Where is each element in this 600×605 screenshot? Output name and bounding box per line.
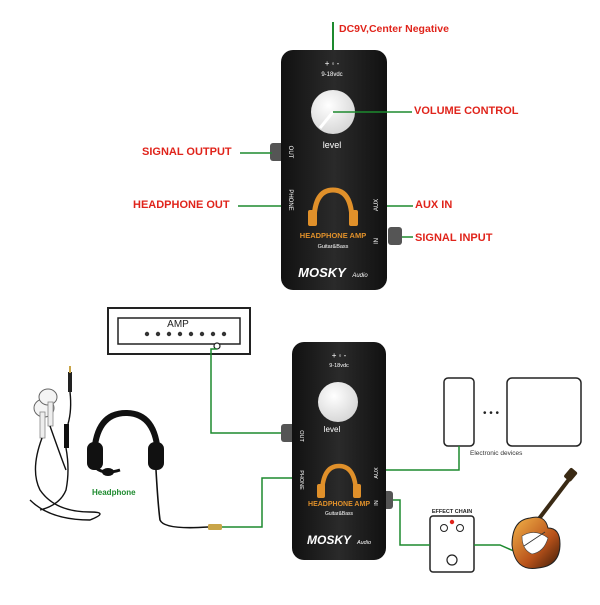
amp-unit: AMP xyxy=(107,307,251,355)
jack-in-label-top: IN xyxy=(374,238,380,244)
knob-pointer-top xyxy=(318,111,335,129)
headphone-label: Headphone xyxy=(92,488,136,497)
device-ellipsis: • • • xyxy=(483,408,500,419)
tablet-device xyxy=(506,377,582,447)
in-jack-top xyxy=(388,227,402,245)
jack-phone-label-bottom: PHONE xyxy=(298,470,304,490)
jack-aux-label-bottom: AUX xyxy=(374,467,380,479)
electronic-devices: • • • xyxy=(443,377,582,447)
out-jack-bottom xyxy=(281,424,295,442)
power-symbol: + ◦ - xyxy=(325,59,340,68)
jack-in-label-bottom: IN xyxy=(374,500,380,506)
earbuds-illustration xyxy=(29,366,101,521)
headphone-out-callout: HEADPHONE OUT xyxy=(133,199,230,211)
knob-label-top: level xyxy=(323,140,342,150)
electronic-devices-label: Electronic devices xyxy=(470,450,523,457)
amp-input-jack xyxy=(213,342,221,350)
amp-wire xyxy=(210,348,293,434)
power-spec-top: 9-18vdc xyxy=(321,72,342,78)
in-wire xyxy=(393,499,430,546)
earbud-plug xyxy=(68,372,72,392)
effect-pedal: EFFECT CHAIN xyxy=(429,509,475,573)
product-name-bottom: HEADPHONE AMP xyxy=(308,501,370,508)
out-jack-top xyxy=(270,143,284,161)
signal-input-callout: SIGNAL INPUT xyxy=(415,232,493,244)
signal-output-callout: SIGNAL OUTPUT xyxy=(142,146,232,158)
power-spec-bottom: 9-18vdc xyxy=(329,363,349,369)
top-pedal: + ◦ - 9-18vdc level OUT PHONE AUX IN HEA… xyxy=(270,22,402,290)
guitar-wire xyxy=(474,544,517,553)
amp-knob-row xyxy=(144,331,227,337)
pedal-body-top xyxy=(281,50,387,290)
level-knob-bottom[interactable] xyxy=(318,382,358,422)
jack-out-label-bottom: OUT xyxy=(298,430,304,442)
phone-wire xyxy=(222,477,292,528)
guitar-illustration xyxy=(511,468,578,570)
product-name-top: HEADPHONE AMP xyxy=(300,231,366,240)
bottom-pedal: + ◦ - 9-18vdc level OUT PHONE AUX IN HEA… xyxy=(281,342,393,560)
brand-suffix-top: Audio xyxy=(351,273,368,279)
volume-control-callout: VOLUME CONTROL xyxy=(414,105,519,117)
phone-device xyxy=(443,377,475,447)
amp-label: AMP xyxy=(167,319,189,330)
jack-aux-label-top: AUX xyxy=(374,199,380,211)
aux-in-callout: AUX IN xyxy=(415,199,453,211)
headphone-logo-top xyxy=(308,187,358,226)
pedal-body-bottom xyxy=(292,342,386,560)
brand-top: MOSKY xyxy=(298,265,347,280)
brand-suffix-bottom: Audio xyxy=(356,540,371,546)
effect-chain-label: EFFECT CHAIN xyxy=(432,509,472,515)
brand-bottom: MOSKY xyxy=(307,533,352,547)
product-sub-bottom: Guitar&Bass xyxy=(325,511,354,517)
aux-wire xyxy=(386,446,460,471)
headphone-logo-bottom xyxy=(317,463,361,498)
headset-illustration xyxy=(87,409,209,529)
power-symbol-bottom: + ◦ - xyxy=(332,351,347,360)
jack-phone-label-top: PHONE xyxy=(287,189,293,210)
power-spec-callout: DC9V,Center Negative xyxy=(339,23,449,35)
jack-out-label-top: OUT xyxy=(287,146,293,159)
top-callout-lines xyxy=(238,111,413,238)
headphone-plug xyxy=(208,524,222,530)
product-sub-top: Guitar&Bass xyxy=(318,244,349,250)
knob-label-bottom: level xyxy=(324,425,341,434)
